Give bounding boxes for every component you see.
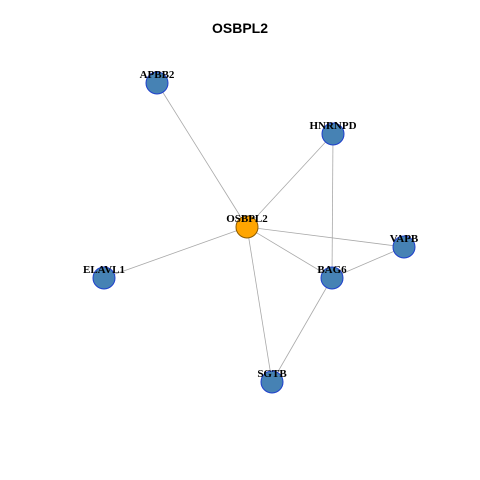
edge-osbpl2-hnrnpd: [246, 133, 334, 228]
node-elavl1: [92, 266, 116, 290]
edge-osbpl2-sgtb: [246, 226, 273, 383]
node-label-sgtb: SGTB: [257, 368, 287, 380]
edge-bag6-sgtb: [271, 277, 333, 383]
nodes-layer: [92, 71, 416, 394]
node-osbpl2: [235, 215, 259, 239]
node-label-elavl1: ELAVL1: [83, 264, 125, 276]
node-bag6: [320, 266, 344, 290]
edges-layer: [103, 82, 405, 383]
node-sgtb: [260, 370, 284, 394]
edge-osbpl2-vapb: [246, 226, 405, 248]
edge-bag6-vapb: [331, 246, 405, 279]
edge-osbpl2-elavl1: [103, 226, 248, 279]
edge-osbpl2-apbb2: [156, 82, 248, 228]
node-label-bag6: BAG6: [317, 264, 347, 276]
edge-osbpl2-bag6: [246, 226, 333, 279]
node-label-hnrnpd: HNRNPD: [309, 120, 356, 132]
figure-title: OSBPL2: [211, 20, 268, 36]
edge-hnrnpd-bag6: [331, 133, 334, 279]
node-label-vapb: VAPB: [390, 233, 419, 245]
node-vapb: [392, 235, 416, 259]
node-hnrnpd: [321, 122, 345, 146]
node-apbb2: [145, 71, 169, 95]
node-label-osbpl2: OSBPL2: [226, 213, 268, 225]
node-label-apbb2: APBB2: [140, 69, 175, 81]
